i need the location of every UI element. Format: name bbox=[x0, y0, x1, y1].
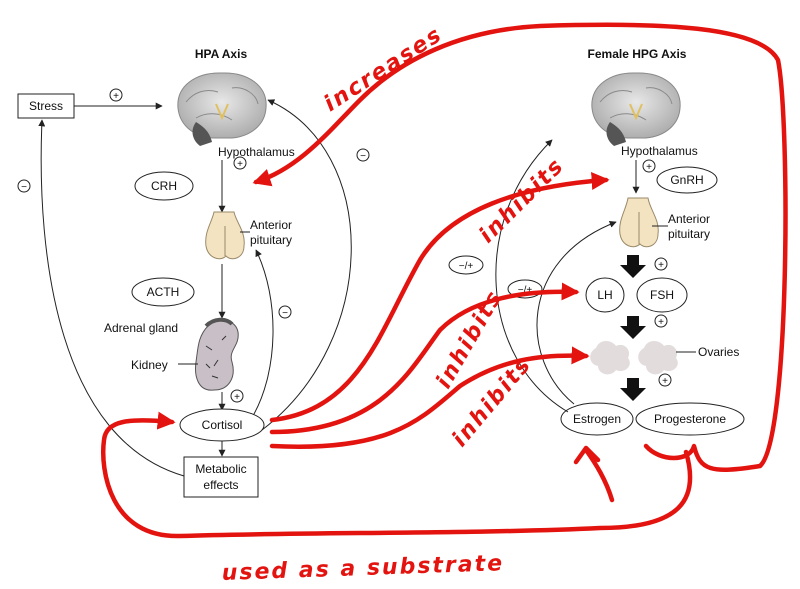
ovaries-to-hormones-arrow bbox=[620, 378, 646, 401]
estrogen-to-pituitary-arrow bbox=[536, 221, 617, 405]
hpg-hypothalamus-label: Hypothalamus bbox=[621, 144, 698, 158]
hpg-pituitary-label-1: Anterior bbox=[668, 212, 710, 226]
hpa-pituitary-label-2: pituitary bbox=[250, 233, 292, 247]
inhibits-gnrh-arrow bbox=[269, 172, 610, 423]
hypothalamus-plus-circle bbox=[233, 156, 247, 170]
hpg-pituitary-label-2: pituitary bbox=[668, 227, 710, 241]
gonadotropins-to-ovaries-arrow bbox=[620, 316, 646, 339]
ovaries-plus-circle bbox=[654, 314, 668, 328]
hpg-brain-icon bbox=[591, 72, 681, 146]
brain-minus-sign: − bbox=[360, 151, 366, 162]
ovaries-plus-sign: + bbox=[658, 317, 664, 328]
hpa-hypothalamus-label: Hypothalamus bbox=[218, 145, 295, 159]
hpa-pituitary-icon bbox=[205, 211, 245, 260]
lh-node bbox=[585, 277, 625, 313]
progesterone-node bbox=[635, 402, 745, 436]
hpg-hypothalamus-plus-circle bbox=[642, 159, 656, 173]
substrate-to-estrogen-stroke bbox=[583, 447, 615, 503]
hpg-hypothalamus-plus-sign: + bbox=[646, 162, 652, 173]
hormones-plus-circle bbox=[658, 373, 672, 387]
stress-box bbox=[17, 93, 75, 119]
hpa-pituitary-label-1: Anterior bbox=[250, 218, 292, 232]
fsh-label: FSH bbox=[650, 288, 674, 302]
stress-label: Stress bbox=[29, 99, 63, 113]
acth-label: ACTH bbox=[147, 285, 180, 299]
estrogen-node bbox=[560, 402, 634, 436]
stress-plus-sign: + bbox=[113, 91, 119, 102]
stress-minus-sign: − bbox=[21, 182, 27, 193]
pituitary-minus-circle bbox=[278, 305, 292, 319]
pituitary-minus-sign: − bbox=[282, 308, 288, 319]
stress-plus-circle bbox=[109, 88, 123, 102]
increases-annotation-arrow bbox=[252, 22, 788, 472]
kidney-label: Kidney bbox=[131, 358, 168, 372]
adrenal-plus-circle bbox=[230, 389, 244, 403]
crh-node bbox=[134, 171, 194, 201]
hypothalamus-plus-sign: + bbox=[237, 159, 243, 170]
ovaries-icon bbox=[590, 341, 678, 375]
kidney-icon bbox=[195, 317, 239, 391]
gnrh-label: GnRH bbox=[670, 173, 703, 187]
substrate-loop-arrow bbox=[101, 411, 693, 539]
pituitary-feedback-sign: −/+ bbox=[518, 285, 533, 296]
brain-minus-circle bbox=[356, 148, 370, 162]
adrenal-plus-sign: + bbox=[234, 392, 240, 403]
increases-annotation: increases bbox=[320, 22, 448, 117]
inhibits-lh-arrow bbox=[269, 282, 580, 435]
gonadotropins-plus-circle bbox=[654, 257, 668, 271]
lh-label: LH bbox=[597, 288, 612, 302]
stress-minus-circle bbox=[17, 179, 31, 193]
cortisol-label: Cortisol bbox=[202, 418, 243, 432]
metabolic-label-2: effects bbox=[203, 478, 238, 492]
inhibits-ovaries-arrow bbox=[269, 346, 590, 449]
gnrh-node bbox=[656, 166, 718, 194]
metabolic-label-1: Metabolic bbox=[195, 462, 246, 476]
substrate-estrogen-arrowhead bbox=[573, 445, 601, 465]
metabolic-effects-box bbox=[183, 456, 259, 498]
inhibits-annotation-1: inhibits bbox=[475, 153, 570, 248]
hpa-brain-icon bbox=[177, 72, 267, 146]
metabolic-to-stress-arrow bbox=[38, 119, 185, 477]
hpa-title: HPA Axis bbox=[195, 47, 248, 61]
crh-label: CRH bbox=[151, 179, 177, 193]
cortisol-to-pituitary-arrow bbox=[253, 249, 274, 415]
hpg-pituitary-icon bbox=[619, 197, 659, 248]
estrogen-label: Estrogen bbox=[573, 412, 621, 426]
progesterone-label: Progesterone bbox=[654, 412, 726, 426]
cortisol-to-brain-arrow bbox=[261, 99, 352, 431]
fsh-node bbox=[636, 277, 688, 313]
substrate-annotation: used as a substrate bbox=[221, 551, 504, 586]
hormones-plus-sign: + bbox=[662, 376, 668, 387]
pituitary-to-gonadotropins-arrow bbox=[620, 255, 646, 278]
estrogen-to-hypothalamus-arrow bbox=[495, 139, 569, 413]
hpg-title: Female HPG Axis bbox=[588, 47, 687, 61]
hypothalamus-feedback-circle bbox=[448, 255, 484, 275]
acth-node bbox=[131, 277, 195, 307]
gonadotropins-plus-sign: + bbox=[658, 260, 664, 271]
adrenal-gland-label: Adrenal gland bbox=[104, 321, 178, 335]
ovaries-label: Ovaries bbox=[698, 345, 739, 359]
hypothalamus-feedback-sign: −/+ bbox=[459, 261, 474, 272]
